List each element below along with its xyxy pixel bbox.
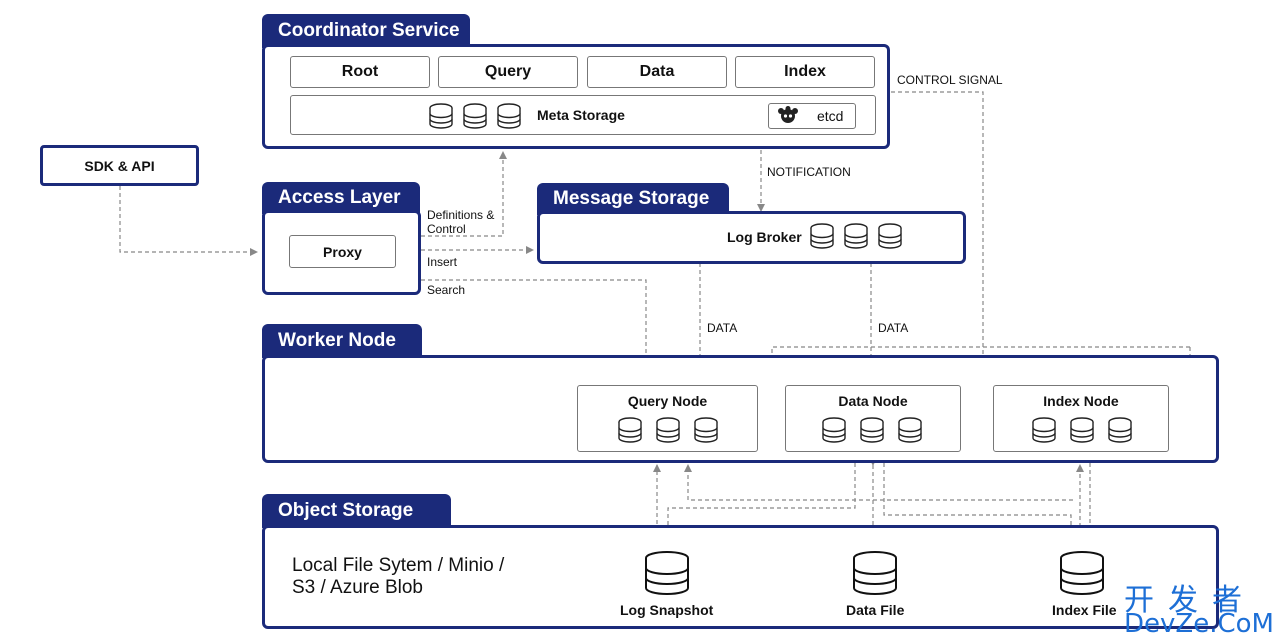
index-node-label: Index Node [1043, 393, 1119, 409]
object-storage-panel [262, 525, 1219, 629]
coordinator-title: Coordinator Service [278, 20, 460, 41]
sdk-to-proxy-connector [119, 186, 258, 256]
insert-label: Insert [427, 255, 458, 269]
message-storage-title: Message Storage [553, 188, 710, 209]
query-node-label: Query Node [627, 393, 708, 409]
object-storage-tab: Object Storage [262, 494, 451, 528]
database-icon-group [810, 223, 902, 249]
proxy-box: Proxy [289, 235, 396, 268]
database-icon-group [1032, 417, 1132, 443]
data-coord-box: Data [587, 56, 727, 88]
query-coord-label: Query [484, 63, 532, 80]
proxy-label: Proxy [323, 243, 362, 260]
control-label: Control [427, 222, 466, 236]
log-snapshot-database-icon [645, 551, 689, 595]
database-icon-group [429, 103, 521, 129]
data-left-label: DATA [707, 321, 738, 335]
storage-description-line1: Local File Sytem / Minio / [292, 555, 505, 576]
root-box: Root [290, 56, 430, 88]
index-node-box: Index Node [993, 385, 1169, 452]
database-icon-group [822, 417, 922, 443]
meta-storage-label: Meta Storage [537, 107, 625, 123]
data-right-label: DATA [878, 321, 909, 335]
watermark-top: 开发者 [1124, 583, 1256, 618]
sdk-api-box: SDK & API [40, 145, 199, 186]
query-coord-box: Query [438, 56, 578, 88]
coordinator-tab: Coordinator Service [262, 14, 470, 48]
data-file-label: Data File [846, 602, 905, 618]
object-storage-title: Object Storage [278, 500, 414, 521]
data-node-label: Data Node [838, 393, 908, 409]
search-label: Search [427, 283, 466, 297]
etcd-label: etcd [817, 108, 844, 124]
index-file-label: Index File [1052, 602, 1117, 618]
data-coord-label: Data [639, 63, 675, 80]
watermark-bottom: DevZe.CoM [1124, 609, 1274, 639]
index-file-database-icon [1060, 551, 1104, 595]
index-coord-label: Index [784, 63, 826, 80]
log-broker-db-icons [808, 222, 908, 250]
log-snapshot-label: Log Snapshot [620, 602, 714, 618]
notification-label: NOTIFICATION [767, 165, 851, 179]
query-node-box: Query Node [577, 385, 758, 452]
indexfile-to-query-connector [684, 464, 1073, 501]
message-storage-tab: Message Storage [537, 183, 729, 215]
data-node-box: Data Node [785, 385, 961, 452]
database-icon-group [618, 417, 718, 443]
access-layer-tab: Access Layer [262, 182, 420, 214]
index-coord-box: Index [735, 56, 875, 88]
control-signal-label: CONTROL SIGNAL [897, 73, 1003, 87]
access-layer-title: Access Layer [278, 187, 401, 208]
etcd-icon [778, 106, 798, 123]
data-file-database-icon [853, 551, 897, 595]
message-storage-panel [537, 211, 966, 264]
meta-db-icons [427, 102, 527, 130]
sdk-api-label: SDK & API [84, 157, 155, 174]
log-broker-label: Log Broker [727, 229, 802, 245]
etcd-box: etcd [768, 103, 856, 129]
worker-node-tab: Worker Node [262, 324, 422, 358]
storage-description-line2: S3 / Azure Blob [292, 577, 423, 598]
worker-node-title: Worker Node [278, 330, 396, 351]
definitions-label: Definitions & [427, 208, 495, 222]
root-label: Root [341, 63, 379, 80]
